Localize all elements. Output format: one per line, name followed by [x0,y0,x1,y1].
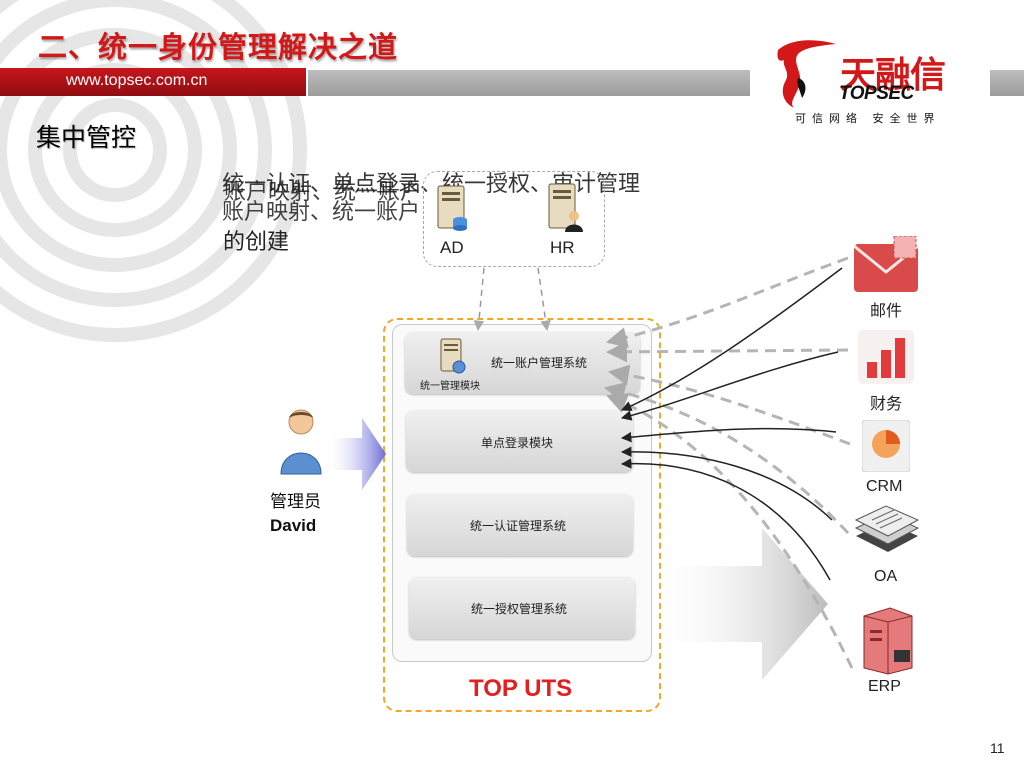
admin-name: David [270,516,317,535]
sso-module [406,410,633,472]
top-uts-frame [383,318,661,712]
hr-server-icon [548,183,583,232]
sso-module-label: 单点登录模块 [481,436,554,450]
header-gray-bar [308,70,750,96]
authorization-system-label: 统一授权管理系统 [471,602,568,616]
header-gray-bar-right [990,70,1024,96]
mail-app-icon [853,236,919,292]
admin-role: 管理员 [270,492,321,512]
app-label-oa: OA [874,568,898,585]
logo-chinese-name: 天融信 [840,55,946,96]
page-number: 11 [990,740,1005,756]
website-url: www.topsec.com.cn [66,72,208,89]
overlapping-text-line: 的创建 [223,230,290,255]
admin-label: 管理员 David [270,490,321,538]
authentication-module [407,494,633,556]
oa-app-icon [854,505,920,552]
overlapping-text-line: 账户映射、统一账户 [224,180,423,205]
finance-app-icon [858,330,914,384]
app-label-crm: CRM [866,478,903,495]
erp-server-icon [863,607,913,675]
authorization-module [409,577,635,639]
app-label-erp: ERP [868,678,901,695]
header-red-bar [0,68,306,96]
account-system-label: 统一账户管理系统 [491,356,588,370]
top-uts-label: TOP UTS [469,675,573,702]
app-label-finance: 财务 [870,394,903,413]
authentication-system-label: 统一认证管理系统 [470,519,567,533]
topsec-swirl-logo-icon [777,40,836,109]
ad-label: AD [440,238,464,257]
management-server-icon [440,338,466,374]
admin-user-icon [280,409,322,475]
management-module-label: 统一管理模块 [420,381,480,392]
crm-app-icon [862,420,910,472]
section-title: 集中管控 [36,123,137,152]
logo-tagline: 可信网络 安全世界 [795,112,941,125]
hr-label: HR [550,238,575,257]
logo-english-name: TOPSEC [839,83,914,104]
slide-title: 二、统一身份管理解决之道 [38,30,399,64]
admin-access-arrow-icon [330,418,386,490]
app-label-mail: 邮件 [870,301,903,320]
output-arrow-icon [650,528,828,680]
directory-sources-box [423,171,605,267]
ad-server-icon [437,185,467,231]
overlapping-text-line: 账户映射、统一账户 [222,200,421,225]
